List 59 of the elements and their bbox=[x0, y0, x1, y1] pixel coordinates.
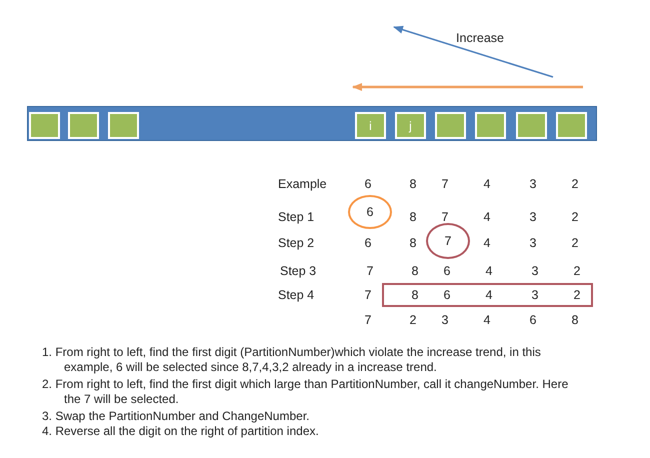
array-cell: j bbox=[395, 112, 426, 139]
array-cell bbox=[68, 112, 99, 139]
digit: 3 bbox=[532, 264, 538, 278]
digit: 7 bbox=[444, 234, 452, 248]
digit: 4 bbox=[484, 210, 490, 224]
highlight-circle bbox=[348, 195, 392, 229]
digit: 6 bbox=[364, 177, 372, 191]
array-cell bbox=[29, 112, 60, 139]
array-cell bbox=[475, 112, 506, 139]
digit: 7 bbox=[364, 313, 372, 327]
digit: 2 bbox=[572, 236, 578, 250]
digit: 2 bbox=[572, 177, 578, 191]
highlight-circle bbox=[426, 223, 470, 259]
digit: 4 bbox=[486, 288, 492, 302]
row-label: Example bbox=[278, 177, 327, 191]
digit: 8 bbox=[412, 264, 418, 278]
digit: 3 bbox=[442, 313, 448, 327]
array-cell: i bbox=[355, 112, 386, 139]
step-text: 2. From right to left, find the first digit which large than PartitionNumber, call it changeNumber. Here the 7 will be selected. bbox=[42, 377, 570, 407]
highlight-rectangle bbox=[382, 283, 593, 307]
array-band bbox=[27, 106, 597, 141]
digit: 7 bbox=[442, 177, 448, 191]
digit: 6 bbox=[444, 264, 450, 278]
digit: 4 bbox=[484, 313, 490, 327]
digit: 6 bbox=[444, 288, 450, 302]
digit: 6 bbox=[530, 313, 536, 327]
step-text: 1. From right to left, find the first digit (PartitionNumber)which violate the increase trend, in this example, 6 will be selected since 8,7,4,3,2 already in a increase trend. bbox=[42, 345, 542, 375]
digit: 2 bbox=[574, 264, 580, 278]
array-cell bbox=[108, 112, 139, 139]
digit: 8 bbox=[410, 236, 416, 250]
digit: 7 bbox=[366, 264, 374, 278]
step-text: 4. Reverse all the digit on the right of partition index. bbox=[42, 424, 320, 439]
digit: 6 bbox=[364, 236, 372, 250]
digit: 8 bbox=[572, 313, 578, 327]
digit: 4 bbox=[486, 264, 492, 278]
digit: 7 bbox=[364, 288, 372, 302]
digit: 6 bbox=[366, 205, 374, 219]
array-cell bbox=[556, 112, 587, 139]
digit: 3 bbox=[530, 236, 536, 250]
row-label: Step 4 bbox=[278, 288, 314, 302]
digit: 4 bbox=[484, 177, 490, 191]
digit: 3 bbox=[530, 210, 536, 224]
digit: 2 bbox=[410, 313, 416, 327]
digit: 8 bbox=[412, 288, 418, 302]
digit: 3 bbox=[530, 177, 536, 191]
array-cell bbox=[516, 112, 547, 139]
digit: 7 bbox=[442, 210, 448, 224]
digit: 3 bbox=[532, 288, 538, 302]
digit: 2 bbox=[574, 288, 580, 302]
row-label: Step 1 bbox=[278, 210, 314, 224]
arrow-label: Increase bbox=[456, 31, 504, 45]
digit: 2 bbox=[572, 210, 578, 224]
row-label: Step 2 bbox=[278, 236, 314, 250]
digit: 8 bbox=[410, 210, 416, 224]
digit: 8 bbox=[410, 177, 416, 191]
row-label: Step 3 bbox=[280, 264, 316, 278]
step-text: 3. Swap the PartitionNumber and ChangeNumber. bbox=[42, 409, 310, 424]
array-cell bbox=[435, 112, 466, 139]
digit: 4 bbox=[484, 236, 490, 250]
